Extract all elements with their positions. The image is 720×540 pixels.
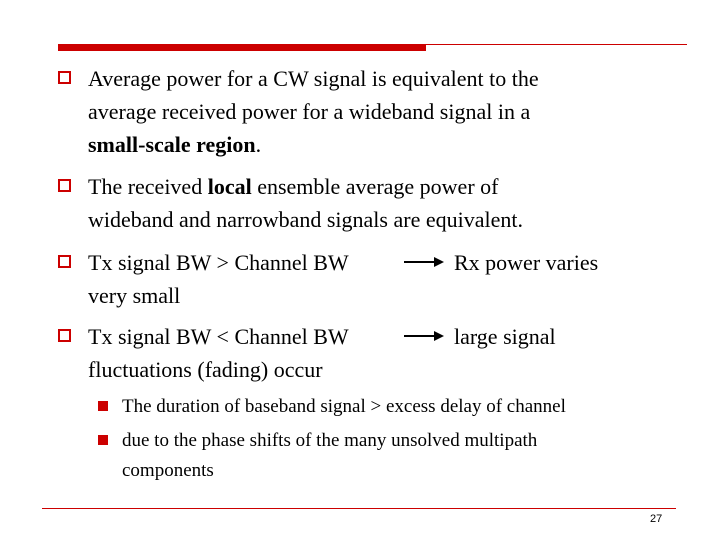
bullet-line: small-scale region.: [88, 132, 262, 157]
bullet-line: The received local ensemble average powe…: [88, 174, 499, 199]
bullet-text: Average power for a CW signal is equival…: [88, 62, 539, 161]
bold-term: local: [207, 174, 252, 199]
footer-rule: [42, 508, 676, 509]
bullet-text: The received local ensemble average powe…: [88, 170, 523, 236]
hollow-square-bullet-icon: [58, 179, 71, 192]
filled-square-bullet-icon: [98, 401, 108, 411]
bullet-line: average received power for a wideband si…: [88, 99, 531, 124]
sub-bullet-line: The duration of baseband signal > excess…: [122, 396, 566, 417]
sub-bullet-line: due to the phase shifts of the many unso…: [122, 430, 538, 451]
sub-bullet-text: The duration of baseband signal > excess…: [122, 392, 566, 422]
sub-bullet-text: due to the phase shifts of the many unso…: [122, 426, 537, 486]
hollow-square-bullet-icon: [58, 329, 71, 342]
bullet-line: very small: [88, 283, 181, 308]
filled-square-bullet-icon: [98, 435, 108, 445]
result-rx-power-varies: Rx power varies: [454, 250, 599, 275]
hollow-square-bullet-icon: [58, 71, 71, 84]
result-large-signal: large signal: [454, 324, 556, 349]
right-arrow-icon: [404, 331, 444, 341]
hollow-square-bullet-icon: [58, 255, 71, 268]
bullet-text: Tx signal BW < Channel BW fluctuations (…: [88, 320, 349, 386]
page-number: 27: [650, 513, 663, 525]
bullet-line: Tx signal BW > Channel BW: [88, 250, 349, 275]
right-arrow-icon: [404, 257, 444, 267]
bold-term: small-scale region: [88, 132, 256, 157]
bullet-line: fluctuations (fading) occur: [88, 357, 323, 382]
bullet-line: wideband and narrowband signals are equi…: [88, 207, 523, 232]
bullet-text: Tx signal BW > Channel BW very small: [88, 246, 349, 312]
title-rule-thin: [426, 44, 687, 45]
bullet-line: Average power for a CW signal is equival…: [88, 66, 539, 91]
bullet-line: Tx signal BW < Channel BW: [88, 324, 349, 349]
title-rule-thick: [58, 44, 426, 51]
sub-bullet-line: components: [122, 460, 214, 481]
